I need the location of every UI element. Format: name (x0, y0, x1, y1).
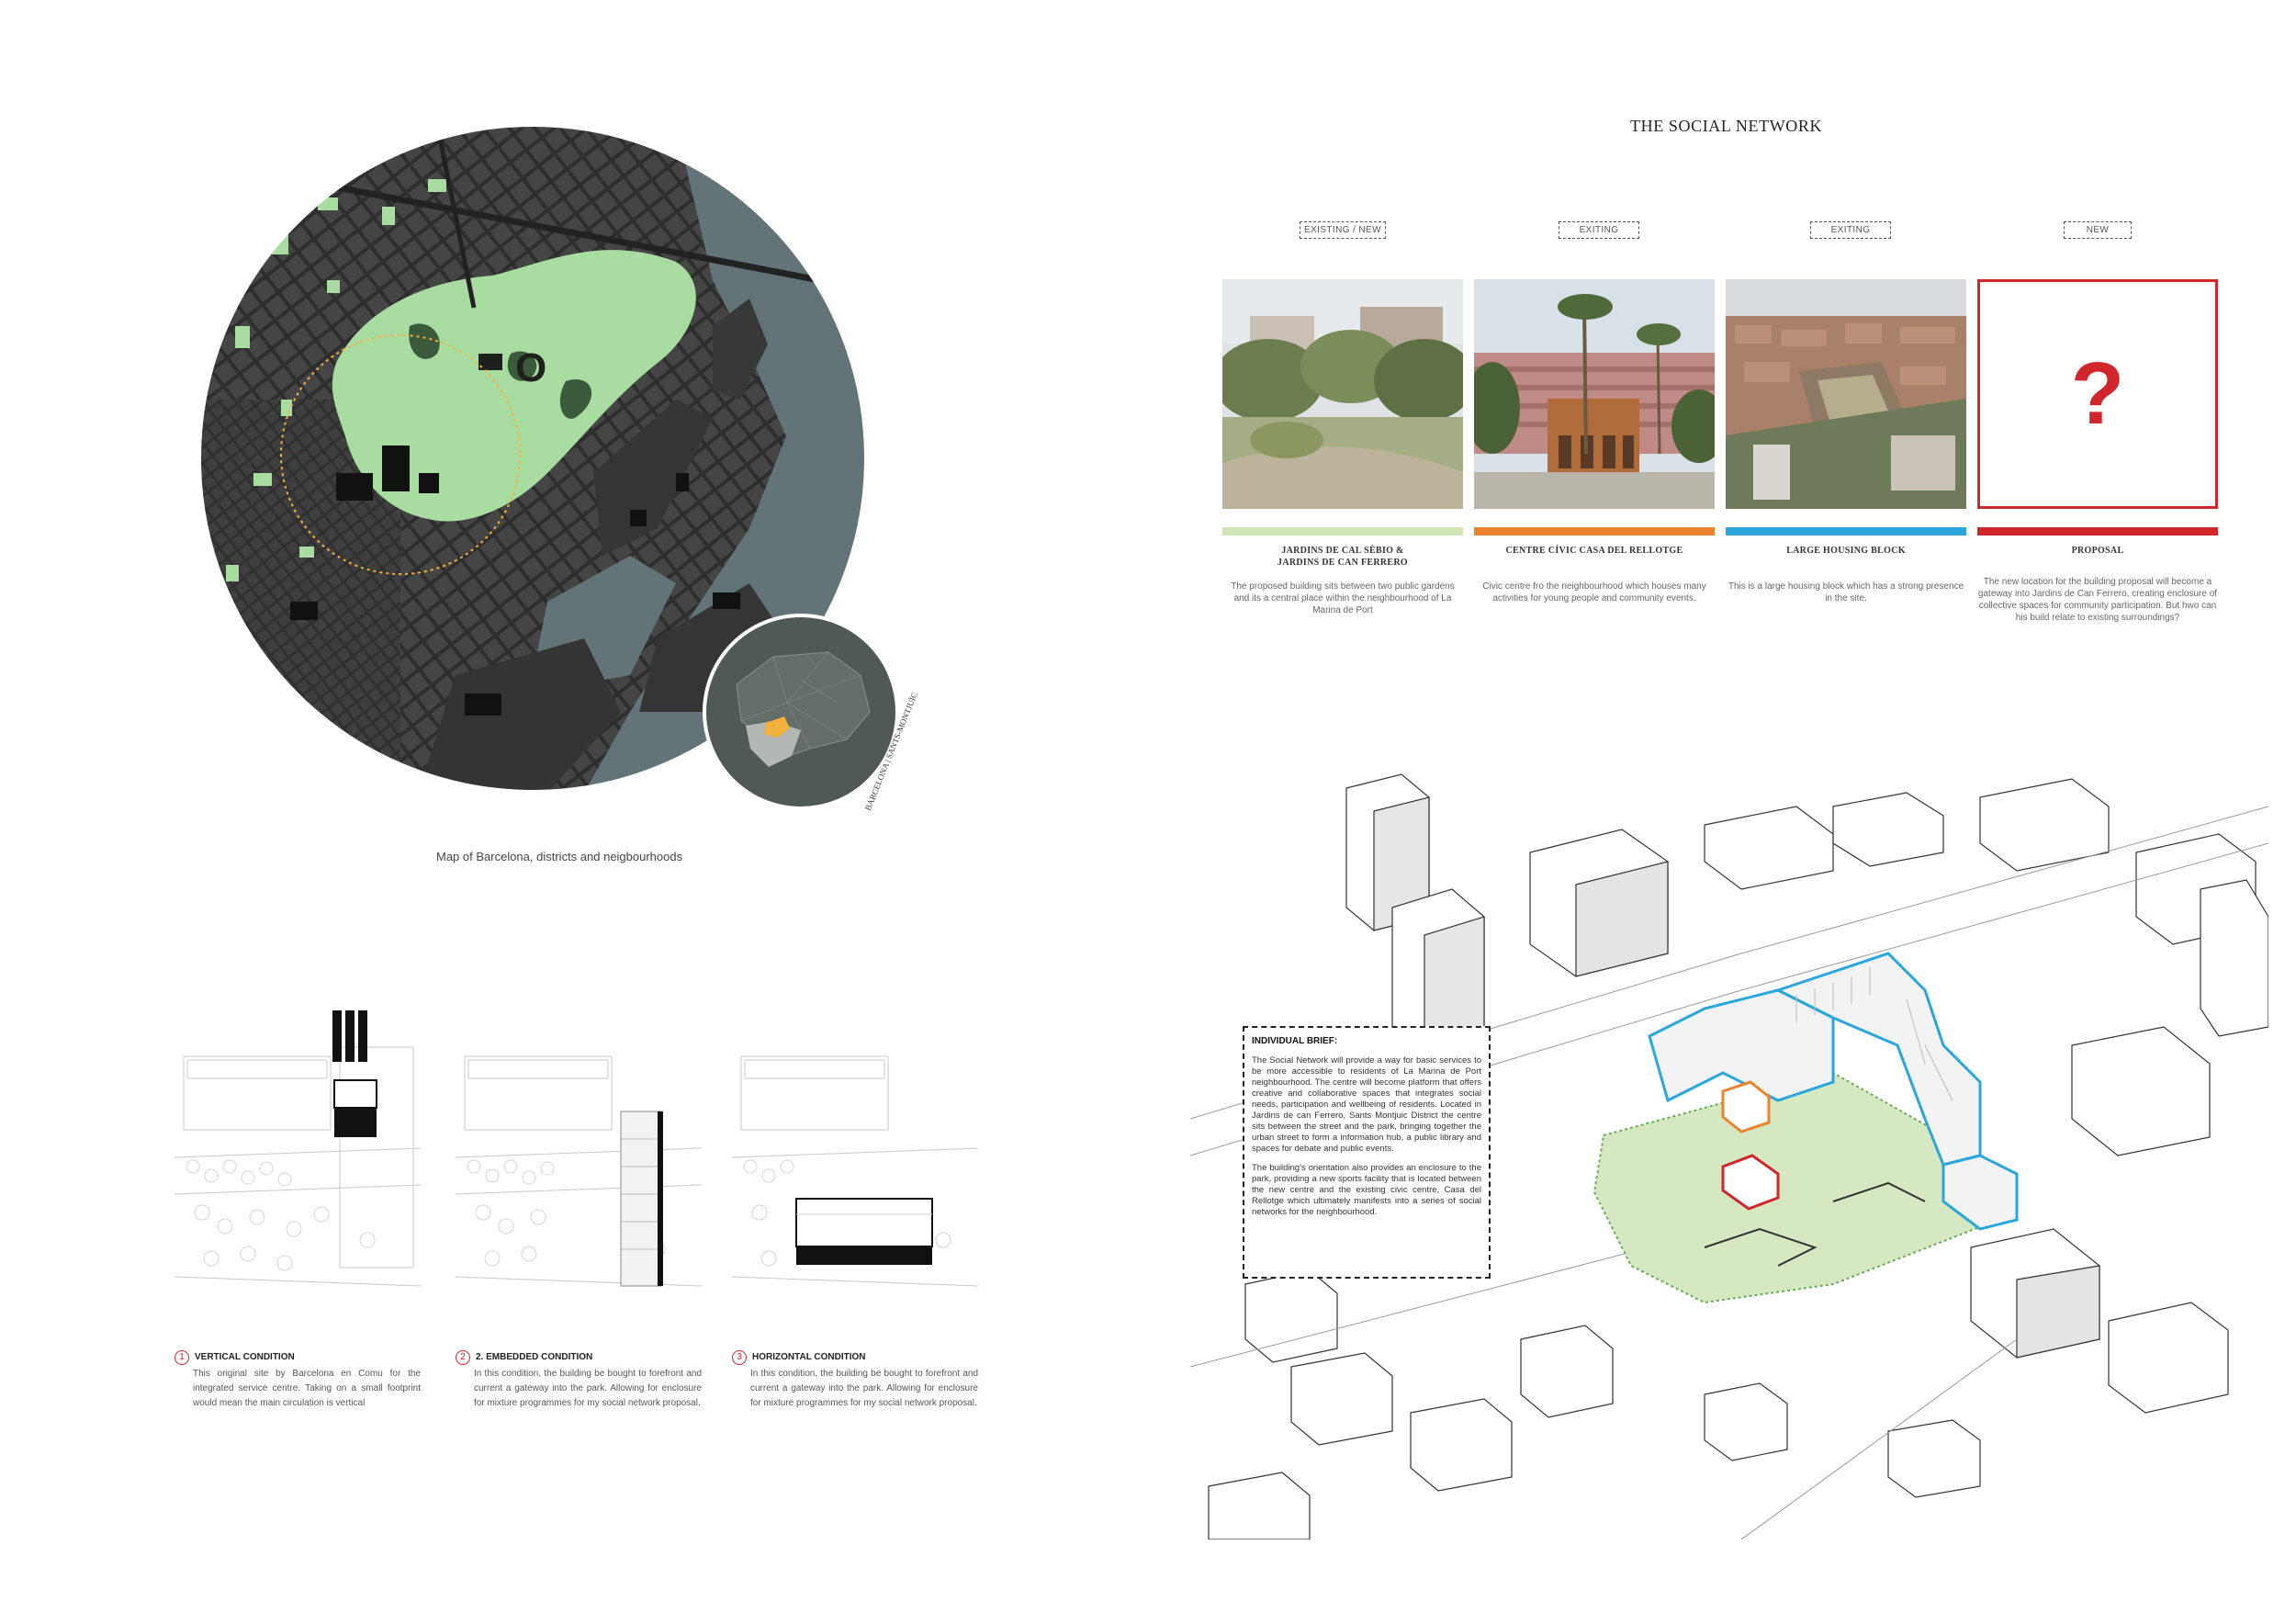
site-map: O (198, 124, 867, 793)
photo-civic-centre (1474, 279, 1715, 509)
individual-brief: INDIVIDUAL BRIEF: The Social Network wil… (1243, 1026, 1491, 1279)
card-title: PROPOSAL (2071, 546, 2124, 556)
civic-centre-outline (1721, 1080, 1771, 1133)
condition-number: 3 (732, 1350, 747, 1365)
condition-number: 2 (456, 1350, 470, 1365)
card-color-bar (1726, 527, 1966, 536)
brief-paragraph: The building's orientation also provides… (1252, 1163, 1481, 1217)
card-color-bar (1474, 527, 1715, 536)
park-ground (1593, 1071, 2000, 1304)
proposal-placeholder: ? (1977, 279, 2218, 509)
condition-embedded: 2 2. EMBEDDED CONDITION In this condition… (456, 1350, 702, 1411)
card-color-bar (1977, 527, 2218, 536)
question-mark-icon: ? (2070, 344, 2125, 443)
proposal-outline (1721, 1154, 1780, 1211)
condition-title: VERTICAL CONDITION (195, 1352, 295, 1362)
condition-vertical: 1 VERTICAL CONDITION This original site b… (174, 1350, 421, 1411)
page-title: THE SOCIAL NETWORK (1630, 117, 1823, 135)
plan-vertical (174, 1010, 421, 1314)
plan-embedded (456, 1010, 702, 1314)
card-tag: NEW (2064, 221, 2132, 239)
card-tag: EXITING (1559, 221, 1639, 239)
card-description: The new location for the building propos… (1977, 577, 2218, 623)
photo-gardens (1222, 279, 1463, 509)
card-color-bar (1222, 527, 1463, 536)
condition-number: 1 (174, 1350, 189, 1365)
brief-heading: INDIVIDUAL BRIEF: (1252, 1036, 1338, 1046)
condition-horizontal: 3 HORIZONTAL CONDITION In this condition,… (732, 1350, 978, 1411)
brief-paragraph: The Social Network will provide a way fo… (1252, 1055, 1481, 1154)
card-title: CENTRE CÍVIC CASA DEL RELLOTGE (1505, 546, 1683, 556)
study-area-ring (280, 334, 521, 575)
condition-body: In this condition, the building be bough… (474, 1369, 702, 1408)
card-description: The proposed building sits between two p… (1231, 581, 1455, 615)
plan-horizontal (732, 1010, 978, 1314)
map-caption: Map of Barcelona, districts and neigbour… (436, 850, 683, 863)
condition-body: In this condition, the building be bough… (750, 1369, 978, 1408)
card-description: Civic centre fro the neighbourhood which… (1482, 581, 1706, 603)
montjuic-park (332, 250, 696, 522)
card-tag: EXITING (1810, 221, 1891, 239)
photo-housing-block (1726, 279, 1966, 509)
condition-title: 2. EMBEDDED CONDITION (476, 1352, 593, 1362)
inset-map: BARCELONA | SANTS-MONTJUÏC (700, 611, 919, 813)
condition-body: This original site by Barcelona en Comu … (193, 1369, 421, 1408)
card-description: This is a large housing block which has … (1728, 581, 1964, 603)
card-title: LARGE HOUSING BLOCK (1786, 546, 1906, 556)
district-highlight (764, 716, 790, 738)
card-title: JARDINS DE CAL SÈBIO & JARDINS DE CAN FE… (1277, 546, 1408, 568)
axonometric-site-drawing (1190, 770, 2268, 1539)
card-tag: EXISTING / NEW (1300, 221, 1386, 239)
svg-text:O: O (515, 345, 546, 390)
condition-title: HORIZONTAL CONDITION (752, 1352, 866, 1362)
barcelona-map-graphic: O (199, 125, 866, 792)
